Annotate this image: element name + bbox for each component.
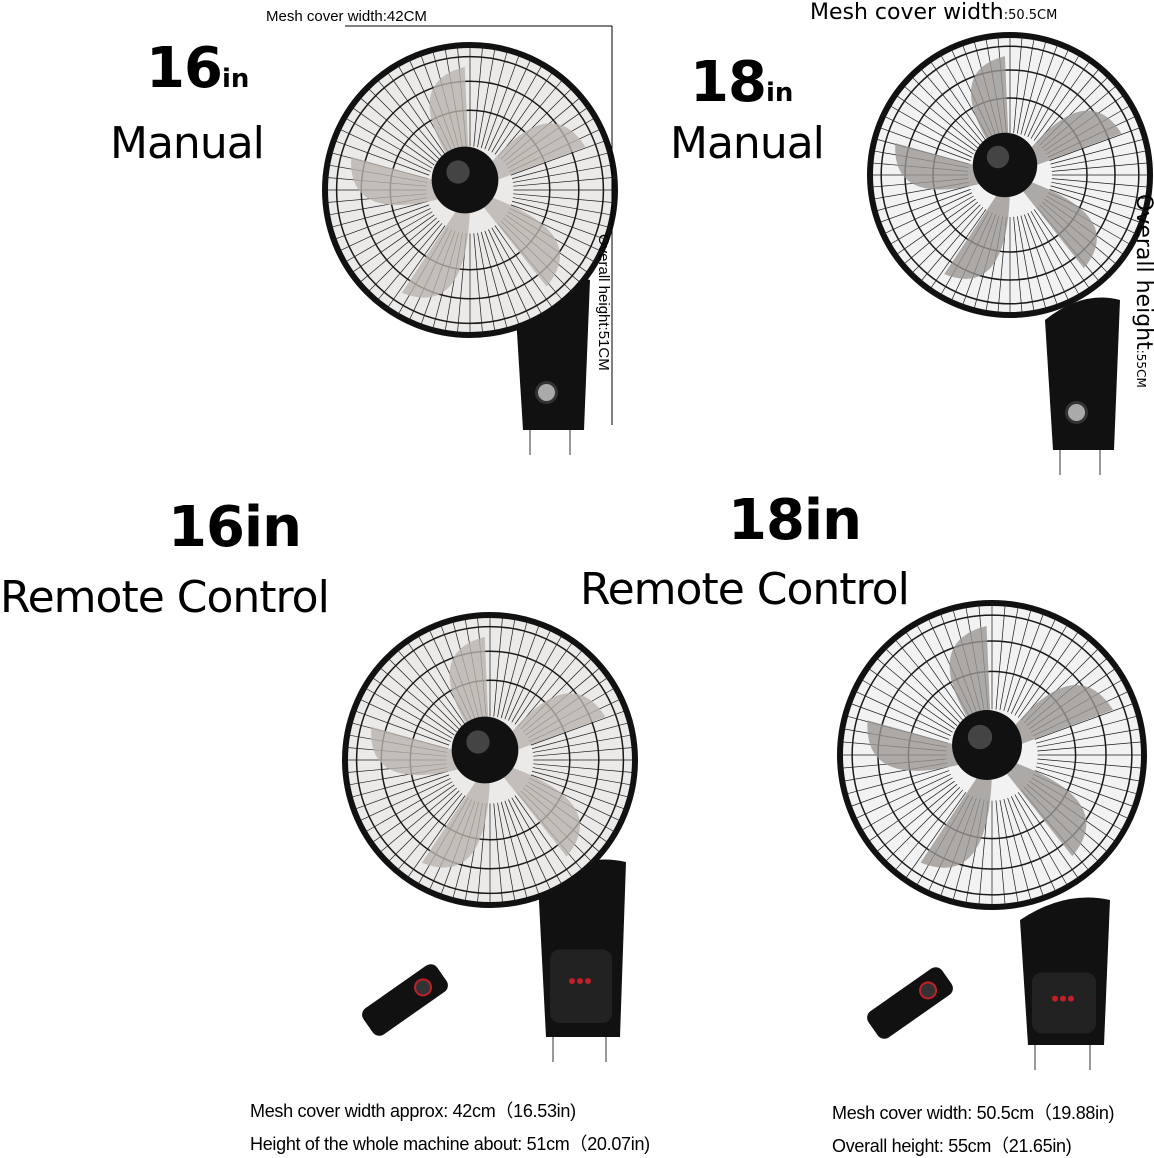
size-18-remote-heading: 18in <box>728 488 862 553</box>
speed-knob <box>1065 401 1088 424</box>
indicator-light <box>1060 995 1066 1002</box>
fan-blade <box>421 760 491 868</box>
mesh-width-label: Mesh cover width:42CM <box>266 8 427 25</box>
indicator-light <box>569 978 575 984</box>
overall-height-text: Overall height <box>1131 194 1154 350</box>
overall-height-value: :55CM <box>1134 349 1148 388</box>
control-type-label: Remote Control <box>0 572 330 623</box>
size-number: 18 <box>690 50 767 115</box>
control-type-label: Manual <box>110 118 265 169</box>
size-16-remote-heading: 16in <box>168 495 302 560</box>
indicator-light <box>1068 995 1074 1002</box>
indicator-light <box>1052 995 1058 1002</box>
wall-fan <box>342 612 638 1062</box>
fan-blade <box>920 755 993 868</box>
spec-mesh-width: Mesh cover width: 50.5cm（19.88in) <box>832 1103 1115 1123</box>
fan-blade <box>1010 175 1097 269</box>
fan-hub-highlight <box>986 145 1010 169</box>
size-number: 16 <box>146 36 223 101</box>
speed-knob <box>535 381 558 404</box>
fan-blade <box>401 190 471 298</box>
fan-blade <box>1010 110 1122 175</box>
fan-blade <box>944 175 1011 279</box>
fan-blade <box>992 755 1087 857</box>
fan-mount-body <box>1020 897 1110 1070</box>
mesh-width-text: Mesh cover width <box>810 0 1004 25</box>
control-display <box>550 949 612 1023</box>
indicator-light <box>577 978 583 984</box>
size-18-manual-heading: 18in <box>690 50 793 115</box>
mesh-width-label: Mesh cover width:50.5CM <box>810 0 1057 25</box>
remote-button <box>414 978 433 997</box>
fan-blade <box>470 190 560 287</box>
size-16-manual-heading: 16in <box>146 36 249 101</box>
fan-blade <box>490 693 606 760</box>
control-type-label: Remote Control <box>580 564 910 615</box>
fan-mount-body <box>1045 297 1120 475</box>
wall-fan <box>322 42 618 455</box>
wall-fan <box>867 32 1153 475</box>
spec-overall-height: Overall height: 55cm（21.65in) <box>832 1136 1072 1156</box>
fan-blade <box>470 123 586 190</box>
remote-control <box>867 967 953 1039</box>
fan-blade <box>992 684 1114 755</box>
fan-blade <box>490 760 580 857</box>
overall-height-label: Overall height:51CM <box>595 234 612 371</box>
wall-fan <box>837 600 1147 1070</box>
size-unit: in <box>765 78 794 108</box>
control-type-label: Manual <box>670 118 825 169</box>
remote-button <box>919 981 938 1000</box>
fan-hub-highlight <box>446 160 470 184</box>
control-display <box>1032 972 1096 1034</box>
spec-overall-height: Height of the whole machine about: 51cm（… <box>250 1134 650 1154</box>
indicator-light <box>585 978 591 984</box>
overall-height-label: Overall height:55CM <box>1131 194 1154 388</box>
remote-control <box>362 964 448 1036</box>
spec-mesh-width: Mesh cover width approx: 42cm（16.53in) <box>250 1101 576 1121</box>
fan-hub-highlight <box>967 724 993 750</box>
mesh-width-value: :50.5CM <box>1003 8 1058 23</box>
fan-hub-highlight <box>466 730 490 754</box>
size-unit: in <box>221 64 250 94</box>
fan-mount-body <box>538 859 626 1062</box>
